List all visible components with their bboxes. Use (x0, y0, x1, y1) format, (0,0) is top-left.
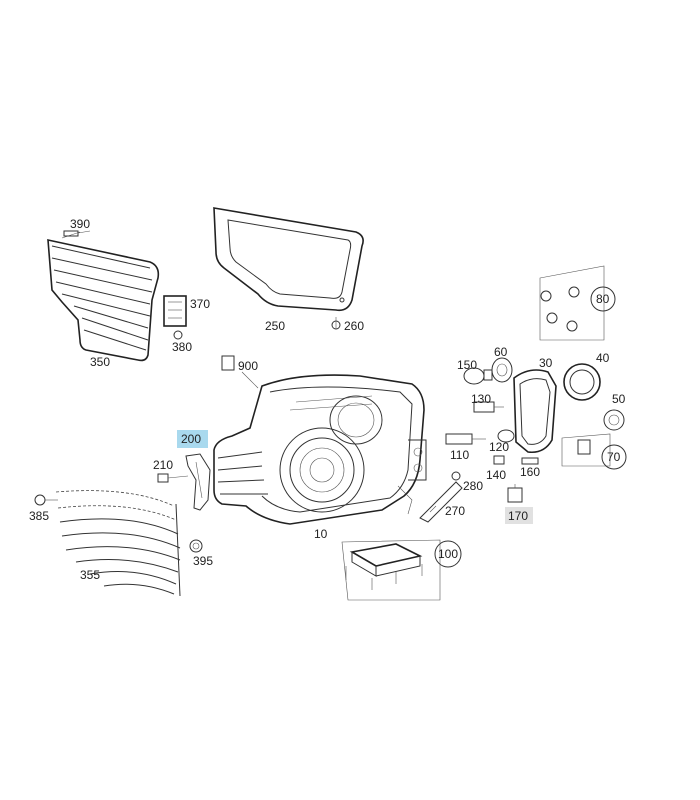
circle-100 (434, 540, 462, 568)
socket-70-box-drawing (561, 433, 611, 467)
screw-210-drawing (157, 473, 189, 483)
part-label-280[interactable]: 280 (463, 479, 483, 493)
bulb-110-drawing (445, 433, 486, 445)
grille-355-drawing (55, 490, 181, 597)
cover-30-drawing (513, 369, 557, 454)
part-label-200[interactable]: 200 (181, 432, 201, 446)
part-label-110[interactable]: 110 (450, 448, 469, 462)
inactive-box-170 (505, 507, 533, 524)
part-label-250[interactable]: 250 (265, 319, 285, 333)
part-label-170[interactable]: 170 (508, 509, 528, 523)
bracket-200-drawing (185, 453, 211, 511)
clip-380-drawing (173, 330, 183, 340)
screw-385-drawing (34, 494, 58, 506)
part-label-350[interactable]: 350 (90, 355, 110, 369)
part-label-260[interactable]: 260 (344, 319, 364, 333)
highlight-box-200 (177, 430, 208, 448)
part-label-70[interactable]: 70 (607, 450, 621, 464)
connector-900-drawing (221, 355, 235, 371)
socket-60-drawing (491, 357, 513, 383)
part-label-380[interactable]: 380 (172, 340, 192, 354)
bulb-130-drawing (473, 401, 504, 413)
part-label-370[interactable]: 370 (190, 297, 210, 311)
part-label-50[interactable]: 50 (612, 392, 626, 406)
actuator-170-drawing (507, 484, 523, 503)
grille-350-drawing (47, 231, 160, 362)
bracket-370-drawing (163, 295, 187, 327)
cap-50-drawing (603, 409, 625, 431)
part-label-395[interactable]: 395 (193, 554, 213, 568)
clip-395-drawing (189, 539, 203, 553)
control-unit-100-drawing (341, 539, 441, 601)
bulb-120-drawing (497, 429, 515, 443)
screw-390-drawing (63, 230, 91, 237)
bulb-160-drawing (521, 457, 539, 465)
part-label-270[interactable]: 270 (445, 504, 465, 518)
bulb-150-drawing (463, 367, 493, 385)
part-label-10[interactable]: 10 (314, 527, 328, 541)
box-80-drawing (539, 265, 605, 341)
circle-70 (601, 444, 627, 470)
part-label-355[interactable]: 355 (80, 568, 100, 582)
housing-10-drawing (213, 374, 427, 525)
part-label-120[interactable]: 120 (489, 440, 509, 454)
part-label-210[interactable]: 210 (153, 458, 173, 472)
circle-80 (590, 286, 616, 312)
part-label-160[interactable]: 160 (520, 465, 540, 479)
part-label-130[interactable]: 130 (471, 392, 491, 406)
part-label-100[interactable]: 100 (438, 547, 458, 561)
part-label-60[interactable]: 60 (494, 345, 508, 359)
part-label-390[interactable]: 390 (70, 217, 90, 231)
leveling-270-drawing (419, 481, 463, 523)
part-label-150[interactable]: 150 (457, 358, 477, 372)
screw-260-drawing (331, 317, 341, 330)
part-label-30[interactable]: 30 (539, 356, 553, 370)
gasket-250-drawing (213, 207, 364, 312)
screw-280-drawing (451, 471, 461, 481)
leader-900 (241, 371, 259, 389)
bulb-140-drawing (493, 455, 505, 465)
part-label-900[interactable]: 900 (238, 359, 258, 373)
part-label-385[interactable]: 385 (29, 509, 49, 523)
ring-40-drawing (563, 363, 601, 401)
part-label-40[interactable]: 40 (596, 351, 610, 365)
part-label-140[interactable]: 140 (486, 468, 506, 482)
part-label-80[interactable]: 80 (596, 292, 610, 306)
